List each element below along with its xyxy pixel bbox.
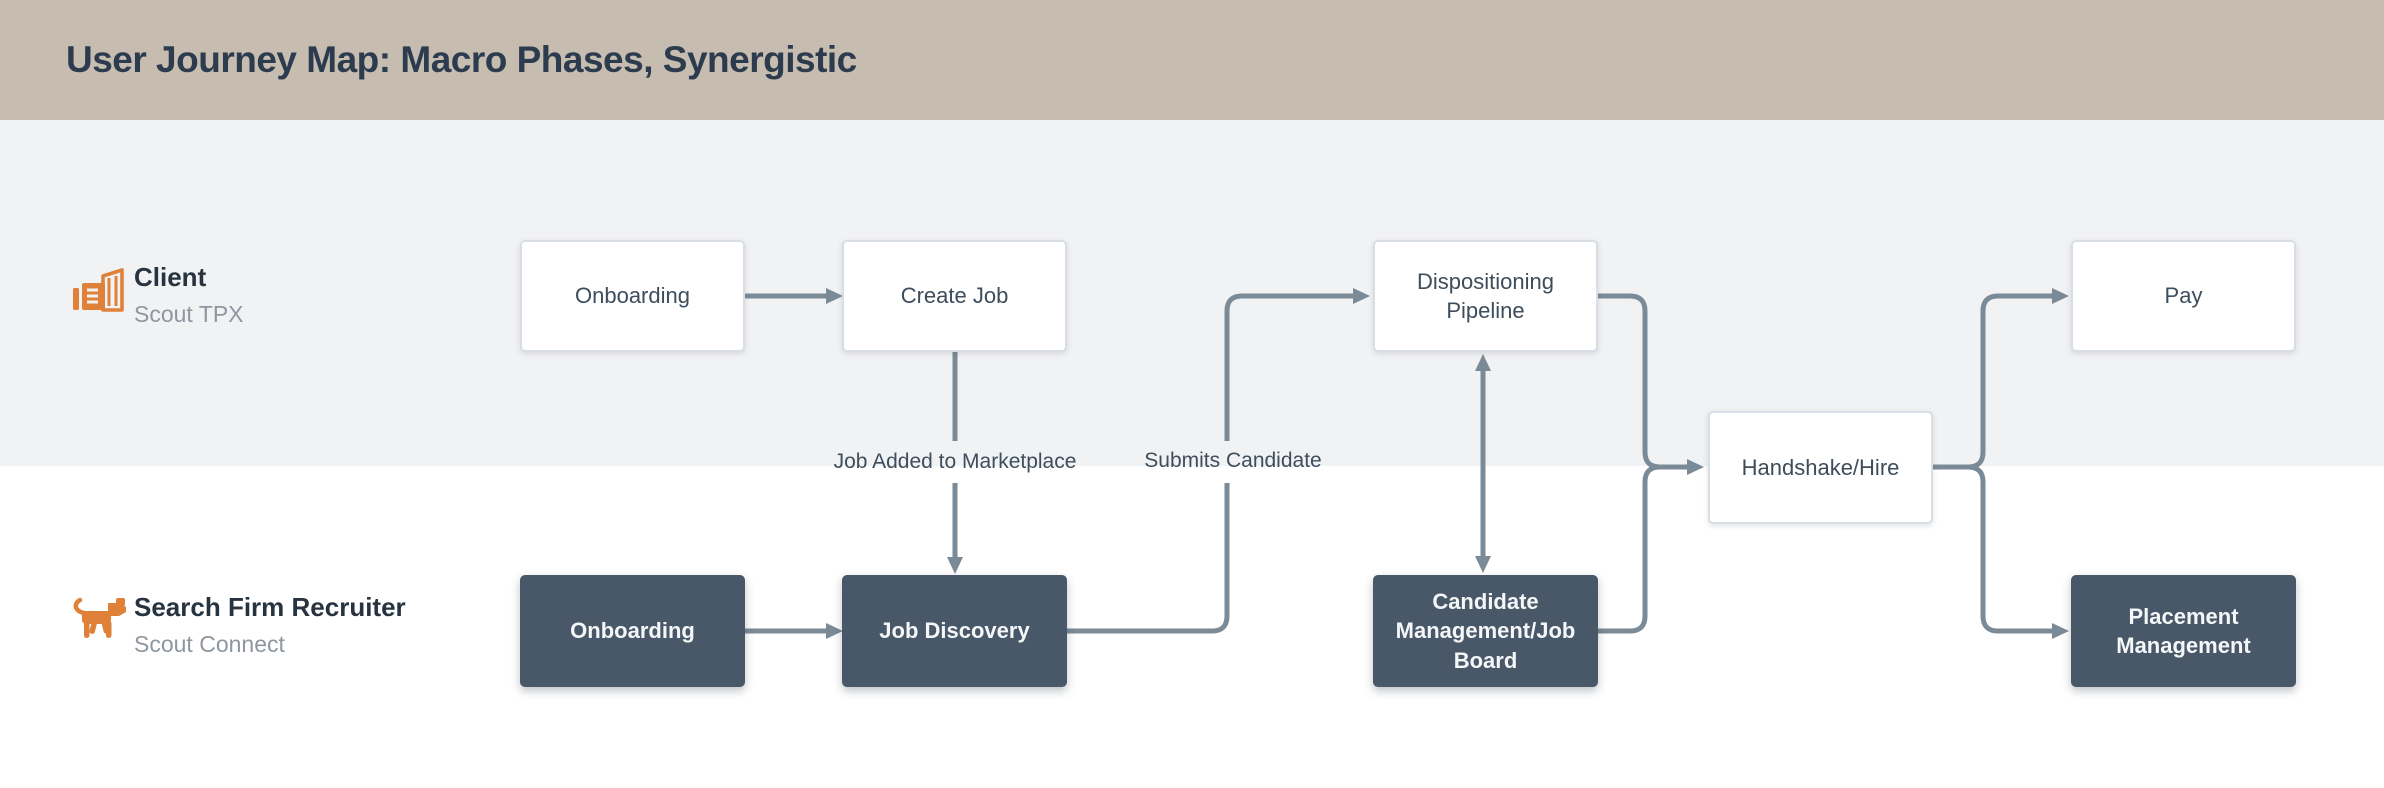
node-create-job: Create Job [842, 240, 1067, 352]
header-bar: User Journey Map: Macro Phases, Synergis… [0, 0, 2384, 120]
building-icon [73, 268, 124, 312]
client-lane-label: Client Scout TPX [134, 262, 244, 328]
lane-client [0, 120, 2384, 466]
node-candidate-management: Candidate Management/Job Board [1373, 575, 1598, 687]
recruiter-lane-label: Search Firm Recruiter Scout Connect [134, 592, 406, 658]
node-job-discovery: Job Discovery [842, 575, 1067, 687]
node-dispositioning-pipeline: Dispositioning Pipeline [1373, 240, 1598, 352]
client-actor-name: Client [134, 262, 207, 292]
node-handshake-hire: Handshake/Hire [1708, 411, 1933, 524]
page-title: User Journey Map: Macro Phases, Synergis… [66, 39, 857, 80]
edge-label-submits-candidate: Submits Candidate [1144, 449, 1322, 472]
client-platform-name: Scout TPX [134, 301, 244, 327]
dog-icon [73, 597, 126, 638]
node-client-onboarding: Onboarding [520, 240, 745, 352]
recruiter-actor-name: Search Firm Recruiter [134, 592, 406, 622]
recruiter-platform-name: Scout Connect [134, 631, 285, 657]
node-pay: Pay [2071, 240, 2296, 352]
node-recruiter-onboarding: Onboarding [520, 575, 745, 687]
edge-label-job-added-to-marketplace: Job Added to Marketplace [833, 450, 1077, 473]
node-placement-management: Placement Management [2071, 575, 2296, 687]
